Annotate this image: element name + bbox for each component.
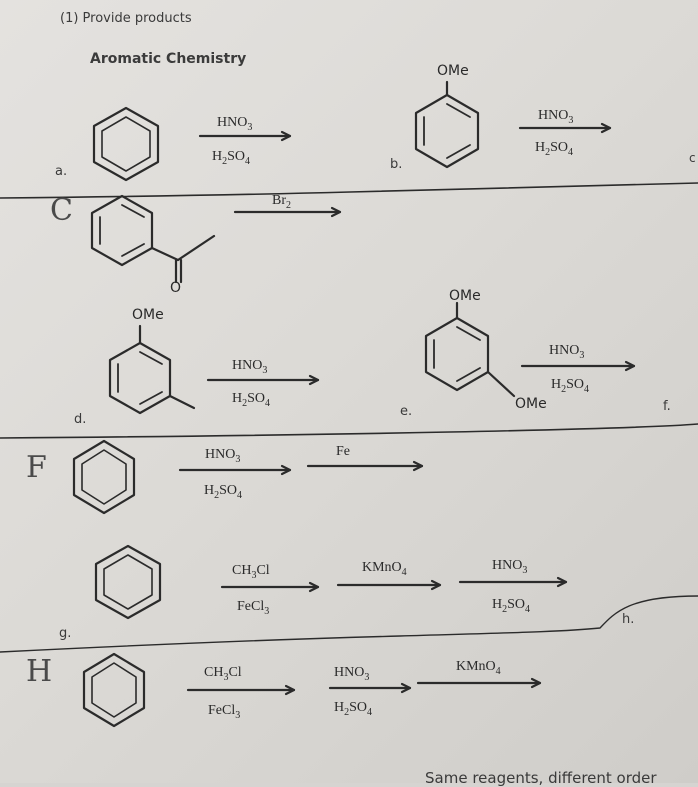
reagent-sulfuric-acid-a: H2SO4 — [212, 149, 251, 167]
divider-line — [0, 182, 698, 199]
item-label-e: e. — [400, 404, 413, 419]
reagent-iron-f: Fe — [336, 444, 350, 459]
item-label-a: a. — [55, 164, 68, 179]
reagent-permanganate-h: KMnO4 — [456, 659, 501, 677]
reagent-nitric-acid-e: HNO3 — [549, 343, 585, 361]
item-label-f: f. — [663, 399, 671, 414]
reagent-nitric-acid-f: HNO3 — [205, 447, 241, 465]
substituent-ome-e-top: OMe — [449, 288, 481, 304]
anisole-ring-b — [414, 80, 480, 169]
acetophenone-ring-c — [90, 194, 216, 284]
arrow-f2 — [306, 460, 424, 472]
reagent-sulfuric-acid-b: H2SO4 — [535, 140, 574, 158]
arrow-g1 — [220, 581, 320, 593]
reagent-nitric-acid-g: HNO3 — [492, 558, 528, 576]
substituent-oxygen-c: O — [170, 280, 182, 296]
arrow-g3 — [458, 576, 568, 588]
methylanisole-ring-d — [108, 324, 196, 415]
dimethoxybenzene-ring-e — [424, 301, 516, 398]
reagent-permanganate-g: KMnO4 — [362, 560, 407, 578]
reagent-nitric-acid-a: HNO3 — [217, 115, 253, 133]
reagent-bromine-c: Br2 — [272, 193, 291, 211]
reagent-chloromethane-h: CH3Cl — [204, 665, 242, 683]
footer-note: Same reagents, different order — [425, 769, 657, 787]
benzene-ring-a — [92, 106, 160, 182]
item-label-g: g. — [59, 626, 72, 641]
arrow-h1 — [186, 684, 296, 696]
benzene-ring-h — [82, 652, 146, 728]
arrow-e — [520, 360, 636, 372]
substituent-ome-d: OMe — [132, 307, 164, 323]
divider-line — [0, 423, 698, 439]
reagent-ferric-chloride-g: FeCl3 — [237, 599, 270, 617]
handwritten-label-c: C — [50, 193, 73, 228]
reagent-sulfuric-acid-e: H2SO4 — [551, 377, 590, 395]
reagent-nitric-acid-d: HNO3 — [232, 358, 268, 376]
benzene-ring-f — [72, 439, 136, 515]
item-label-b: b. — [390, 157, 403, 172]
substituent-ome-b: OMe — [437, 63, 469, 79]
substituent-ome-e-bottom: OMe — [515, 396, 547, 412]
reagent-chloromethane-g: CH3Cl — [232, 563, 270, 581]
arrow-b — [518, 122, 612, 134]
reagent-sulfuric-acid-h: H2SO4 — [334, 700, 373, 718]
handwritten-label-h: H — [26, 654, 53, 689]
handwritten-divider — [0, 595, 698, 653]
reagent-ferric-chloride-h: FeCl3 — [208, 703, 241, 721]
arrow-d — [206, 374, 320, 386]
reagent-sulfuric-acid-d: H2SO4 — [232, 391, 271, 409]
reagent-sulfuric-acid-g: H2SO4 — [492, 597, 531, 615]
handwritten-label-f: F — [26, 450, 47, 485]
reagent-nitric-acid-h: HNO3 — [334, 665, 370, 683]
reagent-sulfuric-acid-f: H2SO4 — [204, 483, 243, 501]
arrow-h2 — [328, 682, 412, 694]
reagent-nitric-acid-b: HNO3 — [538, 108, 574, 126]
arrow-c — [233, 206, 342, 218]
section-title: Aromatic Chemistry — [90, 51, 247, 67]
item-label-d: d. — [74, 412, 87, 427]
arrow-h3 — [416, 677, 542, 689]
benzene-ring-g — [94, 544, 162, 620]
item-label-c-edge: c — [689, 151, 696, 165]
arrow-f1 — [178, 464, 292, 476]
arrow-a — [198, 130, 292, 142]
problem-heading: (1) Provide products — [60, 11, 192, 26]
arrow-g2 — [336, 579, 442, 591]
item-label-h: h. — [622, 612, 635, 627]
